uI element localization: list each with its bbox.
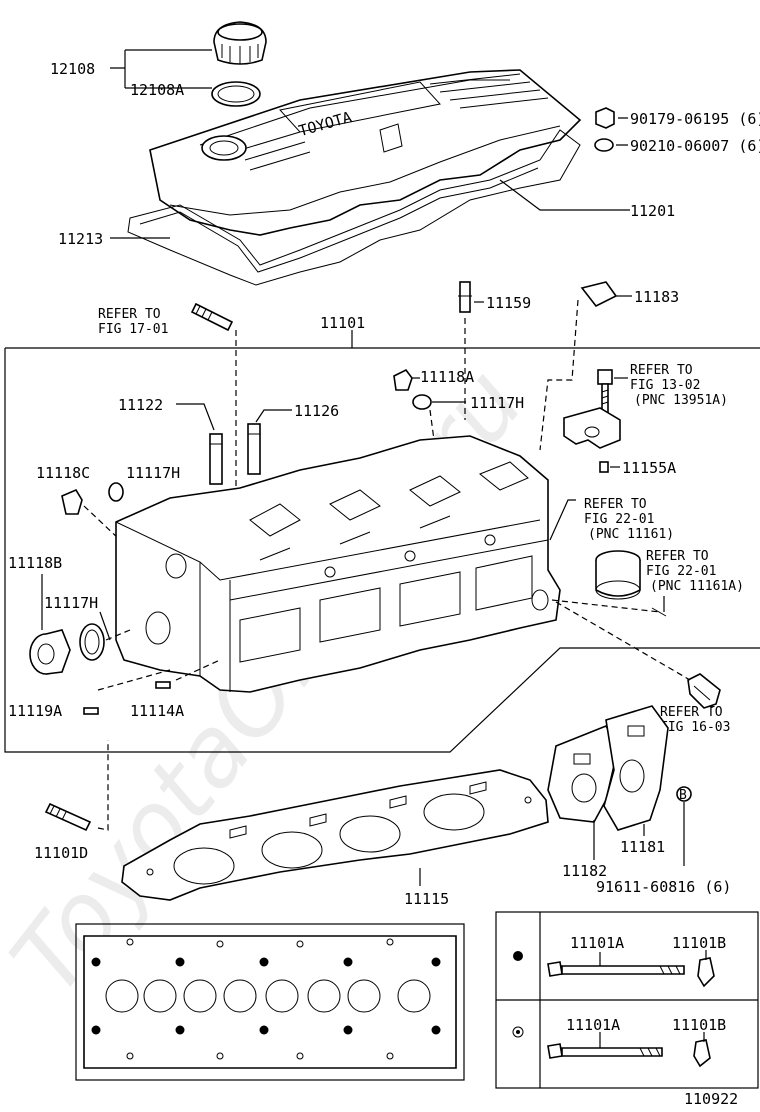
label-bolt-row2-11101b: 11101B <box>672 1016 726 1034</box>
label-refer-22-01-b-line1: REFER TO <box>646 549 709 564</box>
label-refer-22-01-a-line3: (PNC 11161) <box>588 527 674 542</box>
label-11101d: 11101D <box>34 844 88 862</box>
bearing-cap-pin <box>599 461 609 473</box>
straight-pin-11119a <box>83 707 99 715</box>
plug-gasket <box>412 394 432 410</box>
b-callout-letter: B <box>679 788 687 803</box>
camshaft-bearing-cap <box>563 407 621 449</box>
label-11182: 11182 <box>562 862 607 880</box>
water-inlet-housing <box>603 705 669 831</box>
cylinder-head-group-frame <box>4 347 760 753</box>
label-11117h-low: 11117H <box>44 594 98 612</box>
filled-bolt-marker <box>513 951 523 961</box>
stud-bolt-lower <box>44 802 92 832</box>
label-bolt-row1-11101a: 11101A <box>570 934 624 952</box>
valve-guide-intake <box>209 433 223 485</box>
label-11118a: 11118A <box>420 368 474 386</box>
straight-pin <box>651 607 667 617</box>
camshaft-end-plug <box>595 550 641 600</box>
label-11159: 11159 <box>486 294 531 312</box>
large-plug-gasket <box>79 623 105 661</box>
label-refer-13-02-line2: FIG 13-02 <box>630 378 700 393</box>
b-callout <box>676 786 692 802</box>
label-refer-17-01-line1: REFER TO <box>98 307 161 322</box>
straight-pin-11114a <box>155 681 171 689</box>
label-11115: 11115 <box>404 890 449 908</box>
cylinder-head <box>115 435 561 693</box>
o-ring-gasket <box>211 81 261 107</box>
ring-pin <box>458 281 472 313</box>
label-bolt-row1-11101b: 11101B <box>672 934 726 952</box>
seal-washer <box>594 138 614 152</box>
label-refer-22-01-b-line3: (PNC 11161A) <box>650 579 744 594</box>
label-refer-16-03-line2: FIG 16-03 <box>660 720 730 735</box>
head-plug <box>393 368 413 391</box>
label-11213: 11213 <box>58 230 103 248</box>
label-11118c: 11118C <box>36 464 90 482</box>
cam-bearing-cap-bolt <box>597 369 613 417</box>
label-refer-22-01-a-line2: FIG 22-01 <box>584 512 654 527</box>
small-plug-gasket <box>108 482 124 502</box>
water-outlet-union <box>687 673 721 709</box>
head-bolt-pattern-view <box>75 923 465 1081</box>
label-90179-06195: 90179-06195 (6) <box>630 110 760 128</box>
label-11126: 11126 <box>294 402 339 420</box>
head-plug-small <box>61 488 83 515</box>
cover-gasket <box>127 129 581 286</box>
label-refer-13-02-line3: (PNC 13951A) <box>634 393 728 408</box>
label-11118b: 11118B <box>8 554 62 572</box>
stud-bolt <box>190 302 234 332</box>
valve-guide-exhaust <box>247 423 261 475</box>
label-12108a: 12108A <box>130 81 184 99</box>
label-refer-17-01-line2: FIG 17-01 <box>98 322 168 337</box>
label-refer-22-01-a-line1: REFER TO <box>584 497 647 512</box>
label-90210-06007: 90210-06007 (6) <box>630 137 760 155</box>
label-11119a: 11119A <box>8 702 62 720</box>
label-11181: 11181 <box>620 838 665 856</box>
label-12108: 12108 <box>50 60 95 78</box>
label-refer-13-02-line1: REFER TO <box>630 363 693 378</box>
label-11183: 11183 <box>634 288 679 306</box>
oil-filler-cap <box>213 21 267 65</box>
camshaft-plug <box>580 281 618 308</box>
label-refer-22-01-b-line2: FIG 22-01 <box>646 564 716 579</box>
head-bolt-table <box>495 911 759 1089</box>
cylinder-head-gasket <box>121 769 549 901</box>
label-11155a: 11155A <box>622 459 676 477</box>
label-refer-16-03-line1: REFER TO <box>660 705 723 720</box>
cover-nut <box>595 107 615 129</box>
label-11201: 11201 <box>630 202 675 220</box>
cylinder-head-cover <box>149 69 582 236</box>
open-bolt-marker <box>512 1026 524 1038</box>
drawing-number: 110922 <box>684 1090 738 1108</box>
label-11122: 11122 <box>118 396 163 414</box>
label-11117h-top: 11117H <box>470 394 524 412</box>
label-11101: 11101 <box>320 314 365 332</box>
label-11117h-left: 11117H <box>126 464 180 482</box>
label-bolt-row2-11101a: 11101A <box>566 1016 620 1034</box>
label-91611-60816: 91611-60816 (6) <box>596 878 731 896</box>
large-head-plug <box>29 629 71 675</box>
label-11114a: 11114A <box>130 702 184 720</box>
